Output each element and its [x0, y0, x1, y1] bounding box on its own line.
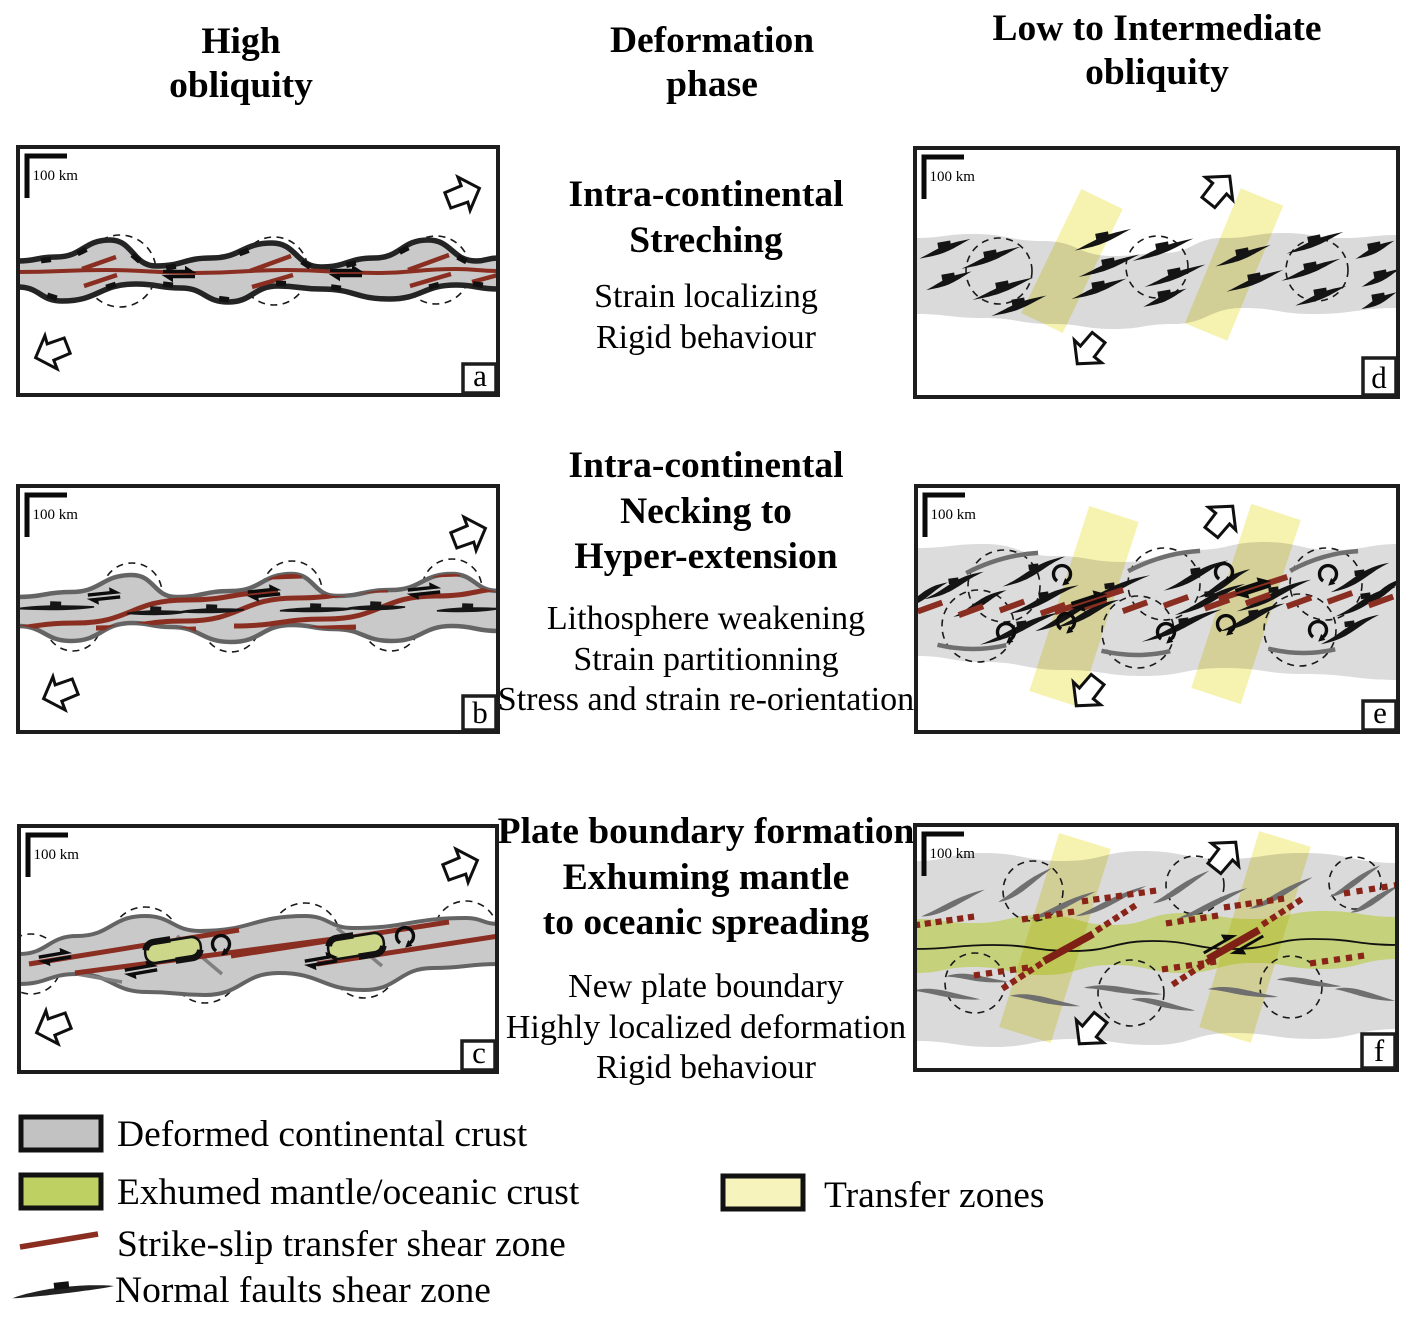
svg-text:b: b	[472, 695, 488, 730]
svg-text:c: c	[472, 1035, 486, 1070]
svg-text:f: f	[1374, 1033, 1385, 1068]
svg-text:a: a	[473, 358, 487, 393]
svg-text:d: d	[1371, 360, 1387, 395]
svg-text:e: e	[1373, 695, 1387, 730]
